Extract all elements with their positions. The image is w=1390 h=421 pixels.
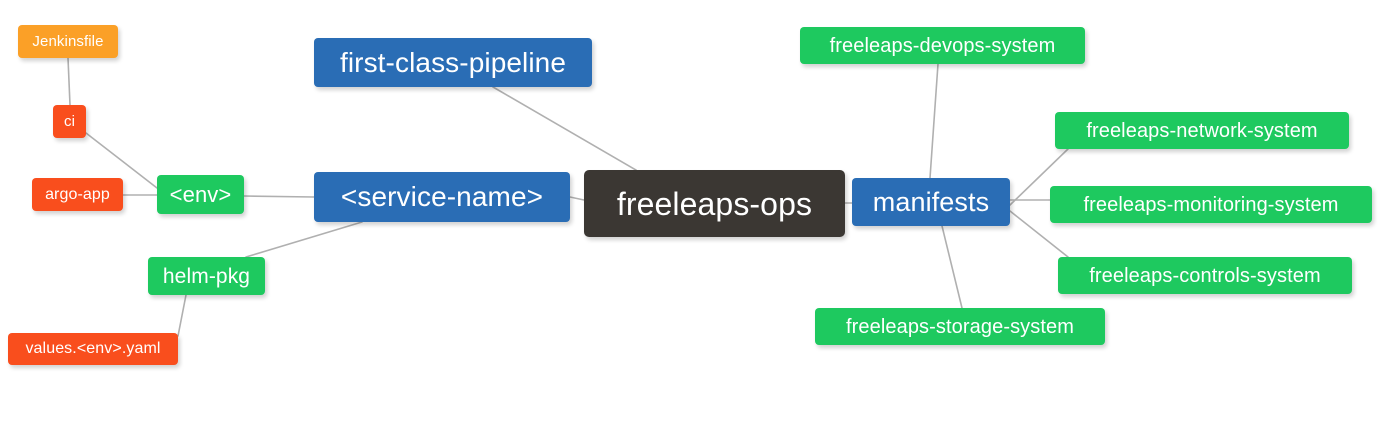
node-service-name[interactable]: <service-name>: [314, 172, 570, 222]
node-helm-pkg[interactable]: helm-pkg: [148, 257, 265, 295]
edge-service-name-to-freeleaps-ops: [569, 196, 585, 201]
edge-env-to-service-name: [243, 195, 315, 198]
edge-values-yaml-to-helm-pkg: [177, 294, 187, 337]
node-freeleaps-ops[interactable]: freeleaps-ops: [584, 170, 845, 237]
node-freeleaps-devops-system[interactable]: freeleaps-devops-system: [800, 27, 1085, 64]
node-manifests[interactable]: manifests: [852, 178, 1010, 226]
node-values-yaml[interactable]: values.<env>.yaml: [8, 333, 178, 365]
node-ci[interactable]: ci: [53, 105, 86, 138]
node-freeleaps-network-system[interactable]: freeleaps-network-system: [1055, 112, 1349, 149]
edge-helm-pkg-to-service-name: [245, 221, 363, 258]
edge-first-class-pipeline-to-freeleaps-ops: [492, 86, 637, 171]
edge-freeleaps-devops-system-to-manifests: [929, 63, 939, 179]
node-env[interactable]: <env>: [157, 175, 244, 214]
node-freeleaps-controls-system[interactable]: freeleaps-controls-system: [1058, 257, 1352, 294]
node-first-class-pipeline[interactable]: first-class-pipeline: [314, 38, 592, 87]
node-freeleaps-storage-system[interactable]: freeleaps-storage-system: [815, 308, 1105, 345]
edge-jenkinsfile-to-ci: [67, 57, 71, 106]
node-argo-app[interactable]: argo-app: [32, 178, 123, 211]
edge-freeleaps-storage-system-to-manifests: [941, 225, 963, 309]
node-freeleaps-monitoring-system[interactable]: freeleaps-monitoring-system: [1050, 186, 1372, 223]
node-jenkinsfile[interactable]: Jenkinsfile: [18, 25, 118, 58]
